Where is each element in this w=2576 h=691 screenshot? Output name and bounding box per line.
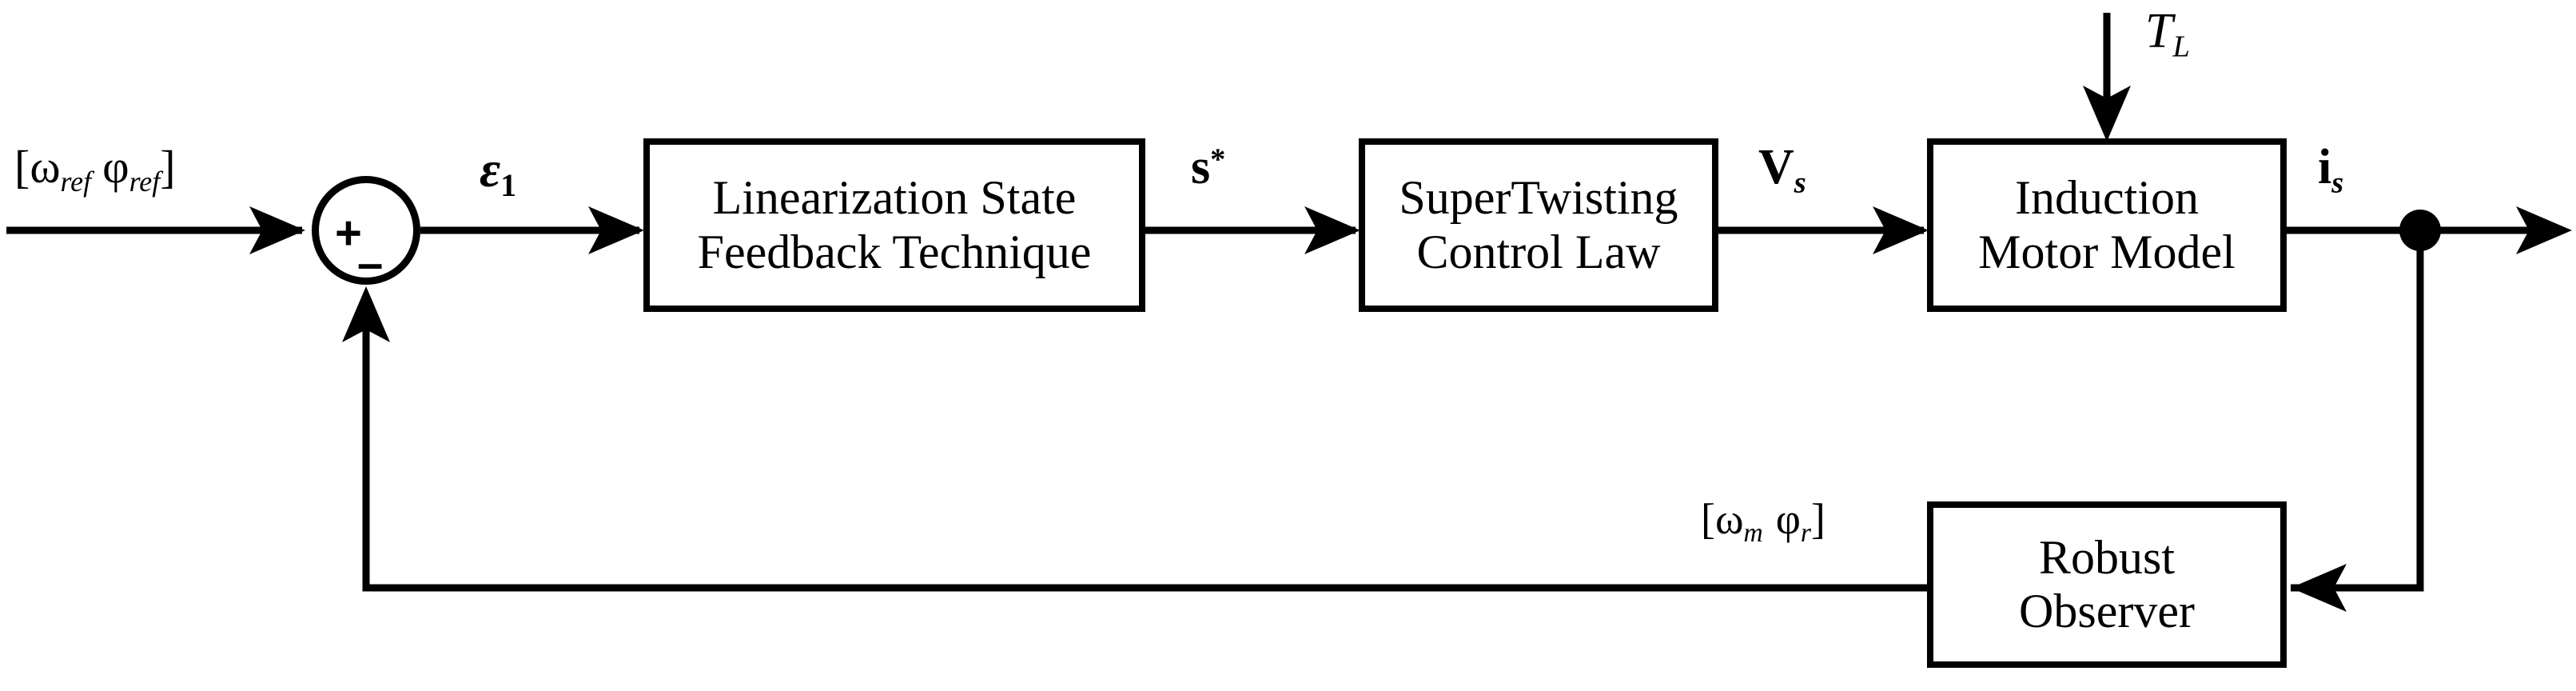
reference-bracket-close: ] xyxy=(160,141,176,193)
label-load-torque: TL xyxy=(2145,4,2190,62)
estimated-omega: ω xyxy=(1714,495,1744,543)
summing-junction[interactable]: + – xyxy=(312,176,420,290)
signal-junction-dot xyxy=(2399,210,2441,251)
block-motor-label-line2: Motor Model xyxy=(1978,225,2236,278)
sum-plus-sign: + xyxy=(335,207,362,259)
wire-linearization-to-supertwisting xyxy=(1145,206,1360,254)
label-error-signal: ε1 xyxy=(480,141,516,202)
reference-omega: ω xyxy=(30,141,61,193)
load-torque-subscript: L xyxy=(2172,30,2190,64)
block-supertwisting-control-law[interactable]: SuperTwisting Control Law xyxy=(1359,138,1718,312)
estimated-bracket-close: ] xyxy=(1810,495,1825,543)
block-observer-label-line2: Observer xyxy=(2019,585,2195,637)
estimated-omega-subscript: m xyxy=(1743,518,1763,549)
reference-omega-subscript: ref xyxy=(60,165,92,198)
block-linearization-label-line1: Linearization State xyxy=(712,171,1077,225)
wire-branch-to-observer xyxy=(2291,230,2424,612)
block-linearization-label-line2: Feedback Technique xyxy=(697,225,1092,278)
block-supertwisting-label-line2: Control Law xyxy=(1416,225,1661,278)
sliding-surface-superscript: * xyxy=(1210,142,1226,177)
estimated-phi-subscript: r xyxy=(1800,518,1811,549)
block-induction-motor-model[interactable]: Induction Motor Model xyxy=(1927,138,2287,312)
reference-phi: φ xyxy=(102,141,129,193)
block-robust-observer[interactable]: Robust Observer xyxy=(1927,501,2287,668)
sum-minus-sign: – xyxy=(357,238,384,290)
error-subscript: 1 xyxy=(500,167,517,203)
sliding-surface-symbol: s xyxy=(1191,140,1211,194)
wire-supertwisting-to-motor xyxy=(1718,206,1929,254)
stator-voltage-symbol: V xyxy=(1758,140,1794,194)
estimated-phi: φ xyxy=(1775,495,1801,543)
stator-current-symbol: i xyxy=(2318,140,2332,194)
error-symbol: ε xyxy=(480,141,501,198)
label-stator-voltage: Vs xyxy=(1758,140,1806,198)
wire-sum-to-linearization xyxy=(420,206,644,254)
reference-bracket-open: [ xyxy=(14,141,30,193)
wire-observer-to-sum xyxy=(342,286,1927,592)
stator-voltage-subscript: s xyxy=(1794,166,1806,200)
block-observer-label-line1: Robust xyxy=(2038,530,2176,584)
reference-phi-subscript: ref xyxy=(129,165,161,198)
label-stator-current: is xyxy=(2318,140,2343,198)
wire-load-torque-to-motor xyxy=(2083,13,2131,142)
block-supertwisting-label-line1: SuperTwisting xyxy=(1399,171,1678,225)
load-torque-symbol: T xyxy=(2145,4,2173,58)
stator-current-subscript: s xyxy=(2331,166,2344,200)
block-motor-label-line1: Induction xyxy=(2015,171,2199,225)
label-sliding-surface: s* xyxy=(1191,142,1225,192)
block-linearization-state-feedback[interactable]: Linearization State Feedback Technique xyxy=(643,138,1145,312)
estimated-bracket-open: [ xyxy=(1701,495,1715,543)
wire-reference-to-sum xyxy=(6,206,305,254)
